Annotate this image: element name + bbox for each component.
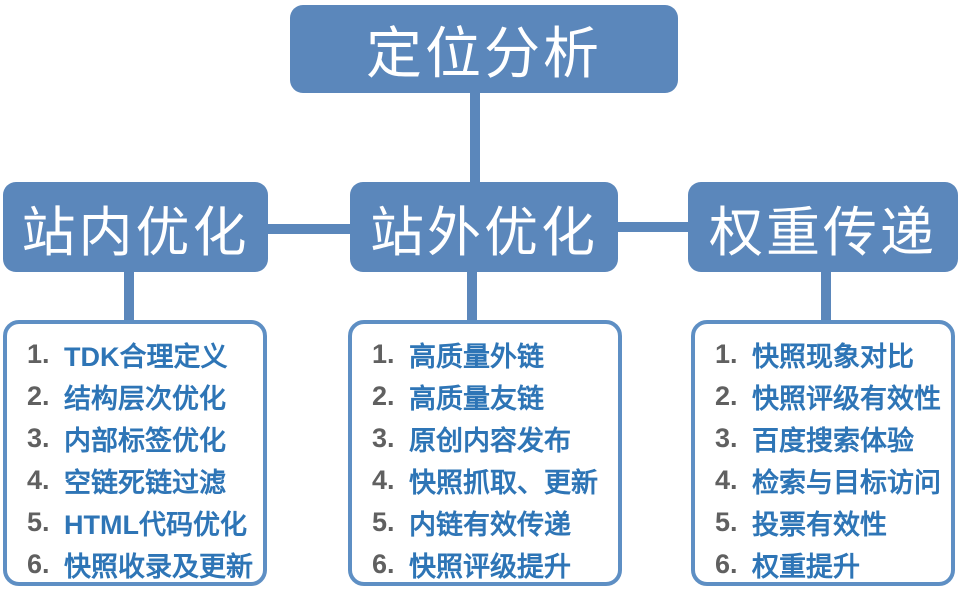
list-item: 3. 原创内容发布	[372, 417, 618, 459]
branch-node-label: 权重传递	[709, 202, 937, 263]
panel-weight-transfer-items: 1. 快照现象对比 2. 快照评级有效性 3. 百度搜索体验 4. 检索与目标访…	[691, 320, 955, 586]
item-number: 1.	[715, 338, 738, 369]
panel-onsite-optimization-items: 1. TDK合理定义 2. 结构层次优化 3. 内部标签优化 4. 空链死链过滤…	[3, 320, 267, 586]
item-text: 快照评级提升	[409, 551, 571, 582]
connector-left-horizontal	[264, 224, 354, 234]
branch-node-label: 站外优化	[370, 202, 598, 263]
connector-right-branch-vertical	[821, 270, 831, 322]
item-text: 高质量外链	[409, 341, 544, 372]
list-item: 2. 结构层次优化	[27, 375, 263, 417]
item-text: HTML代码优化	[64, 509, 247, 540]
item-number: 4.	[715, 464, 738, 495]
list-item: 5. 投票有效性	[715, 501, 951, 543]
item-number: 5.	[27, 506, 50, 537]
item-text: 快照收录及更新	[64, 551, 253, 582]
connector-middle-branch-vertical	[467, 270, 477, 322]
item-number: 4.	[27, 464, 50, 495]
item-number: 2.	[715, 380, 738, 411]
list-item: 1. TDK合理定义	[27, 333, 263, 375]
item-number: 3.	[715, 422, 738, 453]
list-item: 1. 快照现象对比	[715, 333, 951, 375]
list-item: 6. 快照收录及更新	[27, 543, 263, 585]
branch-node-weight-transfer: 权重传递	[688, 182, 958, 272]
item-text: 内链有效传递	[409, 509, 571, 540]
list-item: 6. 权重提升	[715, 543, 951, 585]
list-item: 1. 高质量外链	[372, 333, 618, 375]
list-item: 4. 检索与目标访问	[715, 459, 951, 501]
connector-right-horizontal	[614, 222, 692, 232]
branch-node-label: 站内优化	[21, 202, 250, 263]
item-number: 4.	[372, 464, 395, 495]
item-text: TDK合理定义	[64, 341, 228, 372]
branch-node-onsite-optimization: 站内优化	[3, 182, 268, 272]
item-text: 空链死链过滤	[64, 467, 226, 498]
item-number: 6.	[372, 548, 395, 579]
item-number: 5.	[715, 506, 738, 537]
item-number: 2.	[27, 380, 50, 411]
item-text: 快照现象对比	[752, 341, 914, 372]
item-text: 快照评级有效性	[752, 383, 941, 414]
item-text: 百度搜索体验	[752, 425, 914, 456]
root-node-label: 定位分析	[366, 21, 602, 85]
item-text: 原创内容发布	[409, 425, 571, 456]
item-text: 高质量友链	[409, 383, 544, 414]
connector-root-vertical	[470, 92, 480, 184]
item-number: 2.	[372, 380, 395, 411]
root-node-positioning-analysis: 定位分析	[290, 5, 678, 93]
item-number: 1.	[27, 338, 50, 369]
item-number: 1.	[372, 338, 395, 369]
item-text: 内部标签优化	[64, 425, 226, 456]
item-text: 快照抓取、更新	[409, 467, 598, 498]
list-item: 4. 快照抓取、更新	[372, 459, 618, 501]
item-text: 结构层次优化	[64, 383, 226, 414]
list-item: 2. 快照评级有效性	[715, 375, 951, 417]
item-text: 检索与目标访问	[752, 467, 941, 498]
list-item: 3. 内部标签优化	[27, 417, 263, 459]
connector-left-branch-vertical	[124, 270, 134, 322]
list-item: 5. HTML代码优化	[27, 501, 263, 543]
item-number: 6.	[715, 548, 738, 579]
panel-offsite-optimization-items: 1. 高质量外链 2. 高质量友链 3. 原创内容发布 4. 快照抓取、更新 5…	[348, 320, 622, 586]
list-item: 2. 高质量友链	[372, 375, 618, 417]
item-number: 3.	[27, 422, 50, 453]
list-item: 6. 快照评级提升	[372, 543, 618, 585]
list-item: 3. 百度搜索体验	[715, 417, 951, 459]
item-number: 3.	[372, 422, 395, 453]
item-number: 6.	[27, 548, 50, 579]
item-text: 权重提升	[752, 551, 860, 582]
branch-node-offsite-optimization: 站外优化	[350, 182, 618, 272]
list-item: 4. 空链死链过滤	[27, 459, 263, 501]
list-item: 5. 内链有效传递	[372, 501, 618, 543]
item-text: 投票有效性	[752, 509, 887, 540]
item-number: 5.	[372, 506, 395, 537]
